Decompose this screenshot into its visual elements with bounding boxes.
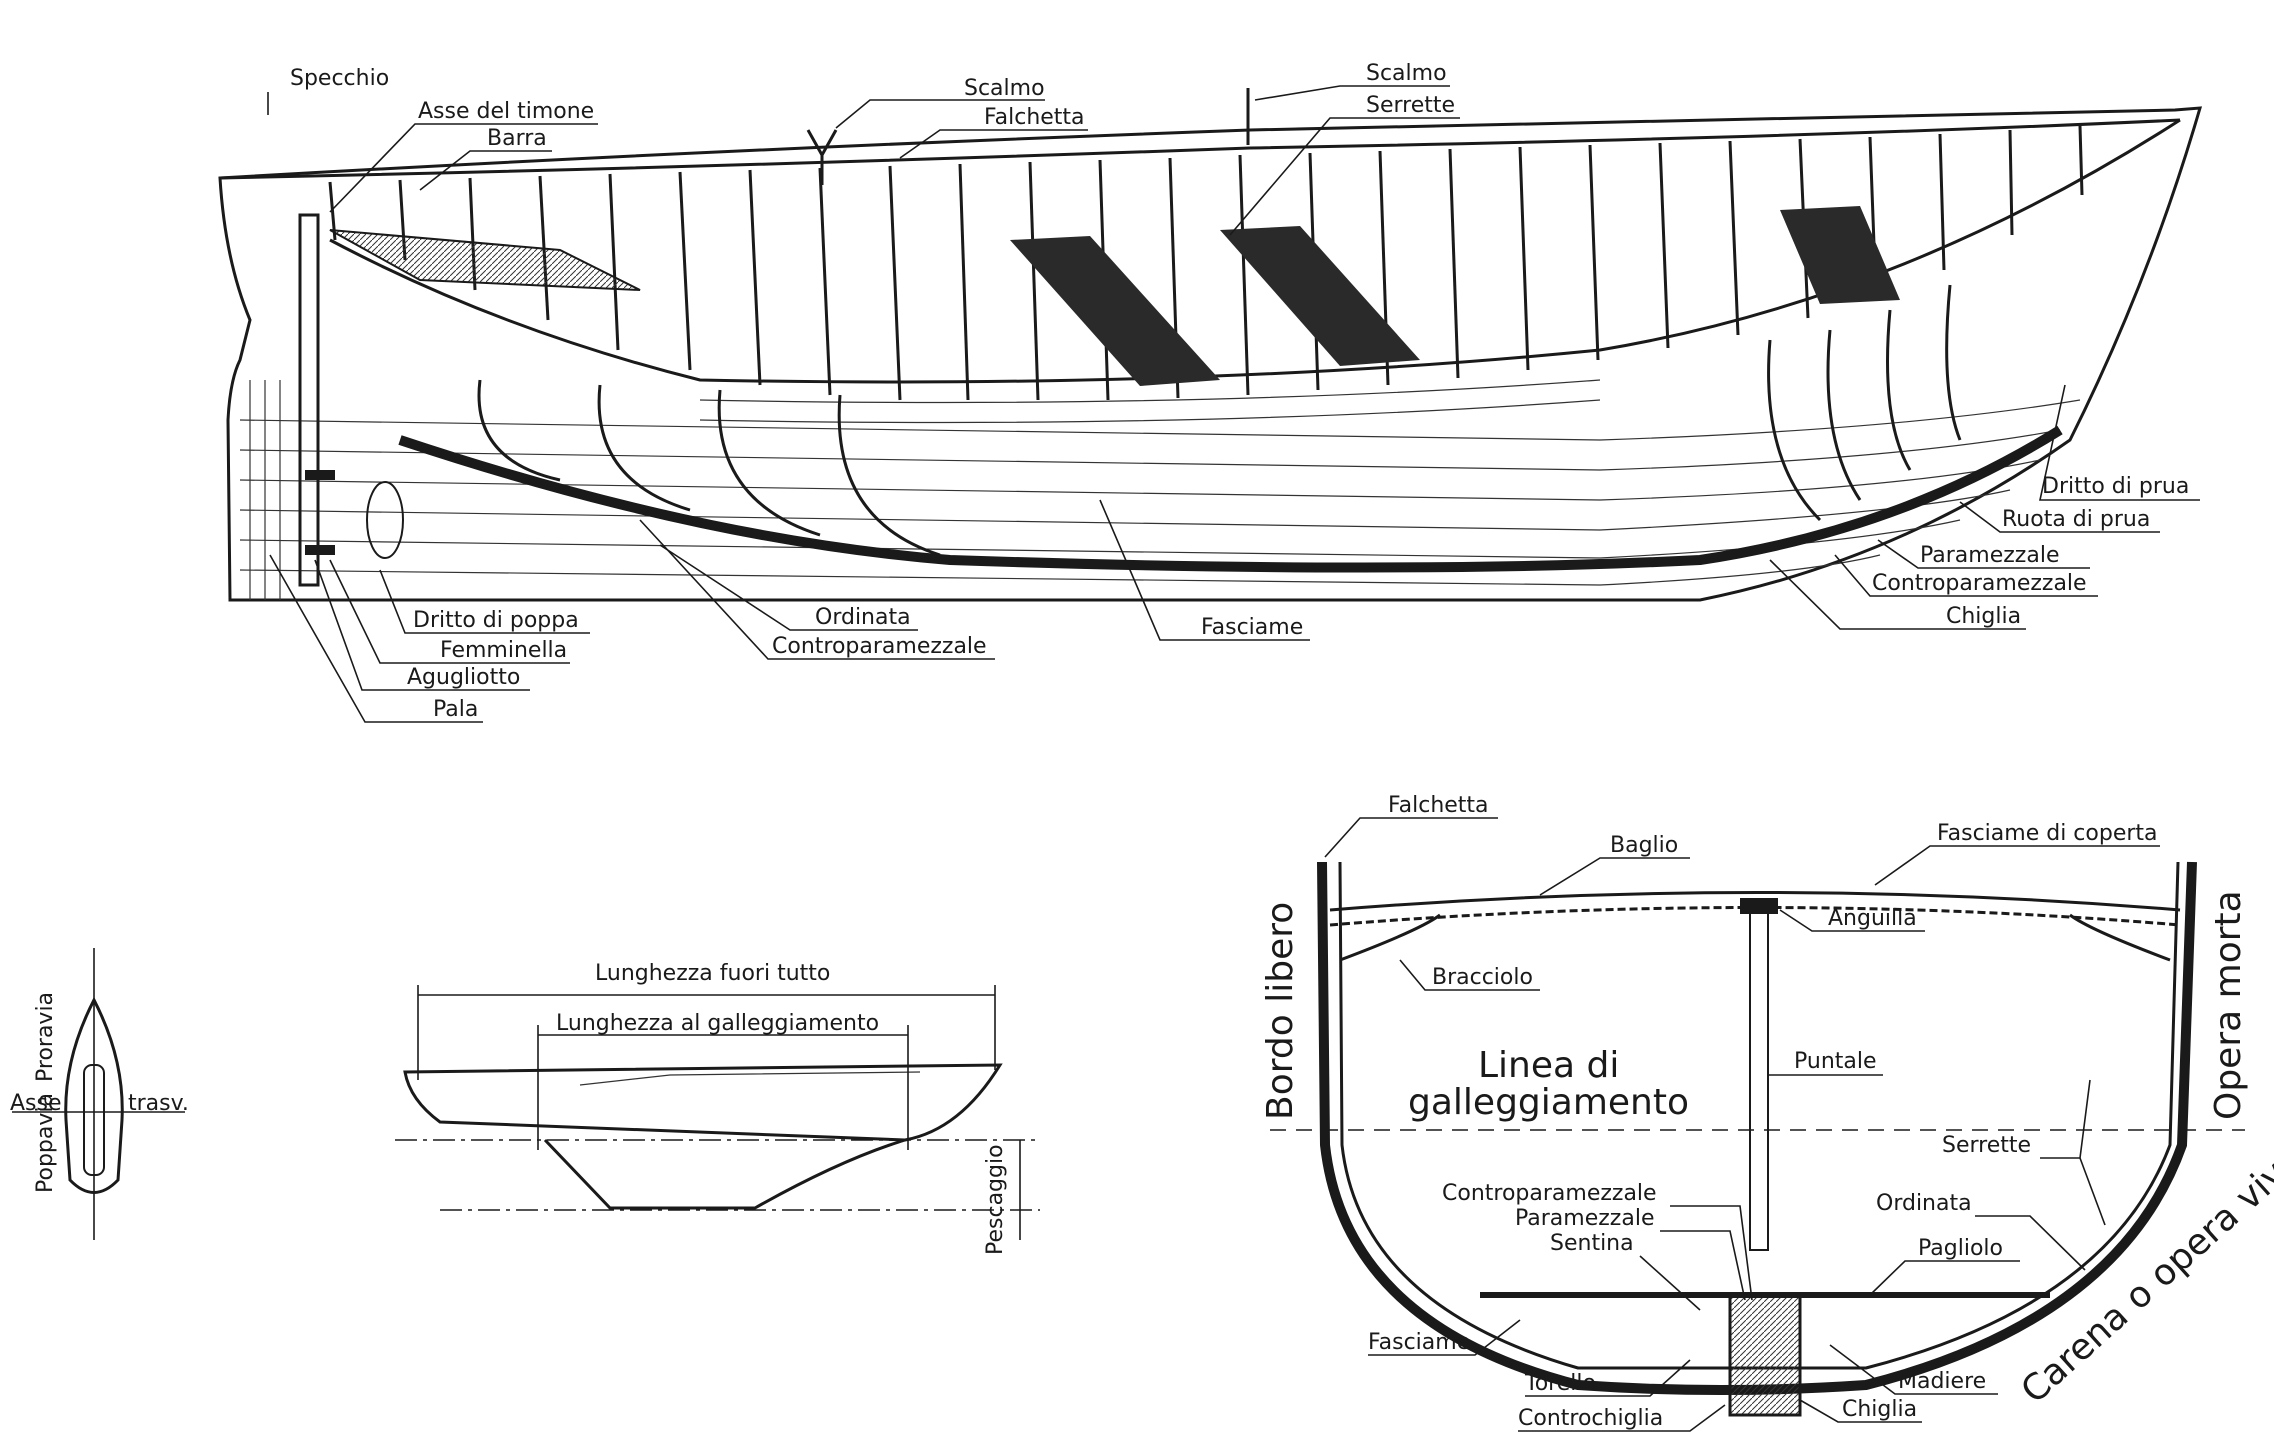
label-anguilla: Anguilla — [1828, 906, 1917, 931]
label-barra: Barra — [487, 126, 547, 151]
label-sentina: Sentina — [1550, 1231, 1634, 1256]
label-sec-serrette: Serrette — [1942, 1133, 2031, 1158]
label-madiere: Madiere — [1898, 1369, 1986, 1394]
label-bracciolo: Bracciolo — [1432, 965, 1533, 990]
label-fasciame: Fasciame — [1201, 615, 1303, 640]
label-controparamezzale-m: Controparamezzale — [772, 634, 987, 659]
label-linea-1: Linea di — [1478, 1045, 1619, 1086]
label-baglio: Baglio — [1610, 833, 1678, 858]
label-serrette: Serrette — [1366, 93, 1455, 118]
label-pagliolo: Pagliolo — [1918, 1236, 2003, 1261]
label-torello: Torello — [1524, 1371, 1596, 1396]
label-femminella: Femminella — [440, 638, 567, 663]
side-view — [218, 88, 2203, 602]
dimensions-diagram: Lunghezza fuori tutto Lunghezza al galle… — [395, 961, 1040, 1255]
label-bordo-libero: Bordo libero — [1260, 902, 1301, 1120]
label-lunghezza-gal: Lunghezza al galleggiamento — [556, 1011, 879, 1036]
label-agugliotto: Agugliotto — [407, 665, 520, 690]
label-sec-chiglia: Chiglia — [1842, 1397, 1917, 1422]
label-pala: Pala — [433, 697, 478, 722]
label-sec-falchetta: Falchetta — [1388, 793, 1489, 818]
planking-lines — [239, 379, 2081, 586]
label-dritto-prua: Dritto di prua — [2042, 474, 2189, 499]
orientation-diagram: Proravia Poppavia Asse trasv. — [10, 948, 189, 1240]
label-sec-ordinata: Ordinata — [1876, 1191, 1972, 1216]
label-paramezzale-r: Paramezzale — [1920, 543, 2059, 568]
label-pescaggio: Pescaggio — [983, 1144, 1008, 1255]
label-opera-morta: Opera morta — [2208, 890, 2249, 1120]
side-labels: Specchio Asse del timone Barra Scalmo Fa… — [267, 61, 2200, 723]
label-lunghezza-ft: Lunghezza fuori tutto — [595, 961, 830, 986]
label-poppavia: Poppavia — [33, 1093, 58, 1193]
label-puntale: Puntale — [1794, 1049, 1877, 1074]
bottom-frames — [477, 284, 1962, 557]
thwarts — [329, 206, 1900, 386]
oarlocks — [806, 88, 1250, 185]
label-scalmo-1: Scalmo — [964, 76, 1045, 101]
label-sec-fasciame: Fasciame — [1368, 1330, 1470, 1355]
label-scalmo-2: Scalmo — [1366, 61, 1447, 86]
label-specchio: Specchio — [290, 66, 389, 91]
label-asse-timone: Asse del timone — [418, 99, 594, 124]
label-dritto-poppa: Dritto di poppa — [413, 608, 579, 633]
label-controchiglia: Controchiglia — [1518, 1406, 1663, 1431]
label-fasciame-coperta: Fasciame di coperta — [1937, 821, 2158, 846]
label-ruota-prua: Ruota di prua — [2002, 507, 2150, 532]
label-trasv: trasv. — [128, 1091, 189, 1116]
hull-outline — [218, 106, 2203, 602]
keel-line — [398, 425, 2063, 573]
sheer-line — [329, 118, 2181, 384]
label-linea-2: galleggiamento — [1408, 1082, 1689, 1123]
label-carena: Carena o opera viva — [2014, 1138, 2274, 1411]
label-sec-contro: Controparamezzale — [1442, 1181, 1657, 1206]
cross-section — [1270, 861, 2245, 1417]
label-chiglia: Chiglia — [1946, 604, 2021, 629]
label-sec-paramezzale: Paramezzale — [1515, 1206, 1654, 1231]
rudder — [249, 213, 404, 600]
label-asse: Asse — [10, 1091, 62, 1116]
label-ordinata: Ordinata — [815, 605, 911, 630]
label-controparamezzale-r: Controparamezzale — [1872, 571, 2087, 596]
label-falchetta: Falchetta — [984, 105, 1085, 130]
gunwale — [219, 118, 2181, 180]
label-proravia: Proravia — [33, 992, 58, 1082]
